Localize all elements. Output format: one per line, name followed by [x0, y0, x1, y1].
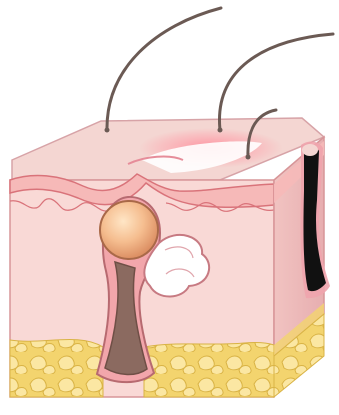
- skin-surface: [12, 118, 324, 180]
- blackhead: [301, 142, 330, 299]
